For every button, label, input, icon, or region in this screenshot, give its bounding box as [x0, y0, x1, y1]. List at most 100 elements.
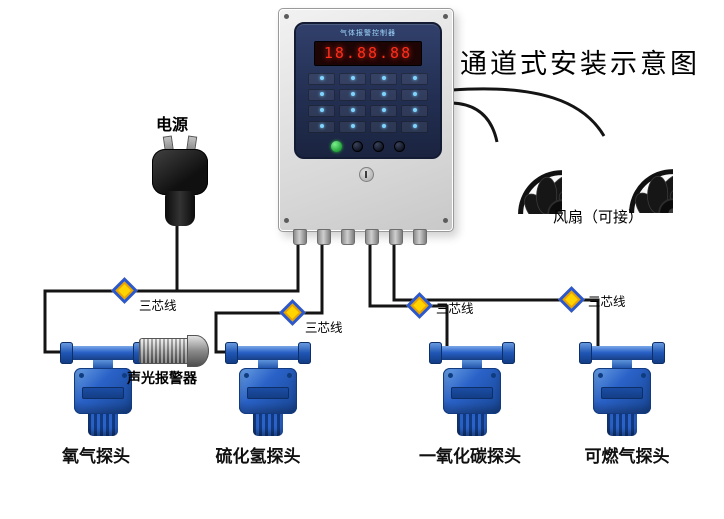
pipe-nut	[225, 342, 238, 364]
detector-h2s	[225, 338, 311, 438]
controller-panel: 气体报警控制器 18.88.88	[294, 22, 442, 159]
indicator-light	[308, 73, 335, 85]
alarm-dome	[187, 335, 209, 367]
pipe-nut	[429, 342, 442, 364]
indicator-light	[370, 105, 397, 117]
wire-label: 三芯线	[436, 302, 474, 316]
alarm-label: 声光报警器	[127, 370, 197, 386]
pipe-nut	[652, 342, 665, 364]
detector-plate	[451, 387, 493, 399]
screw-icon	[443, 218, 448, 223]
detector-sensor-head	[457, 414, 487, 436]
detector-collar	[93, 360, 113, 369]
power-label: 电源	[156, 117, 189, 134]
detector-body	[443, 368, 501, 414]
detector-sensor-head	[253, 414, 283, 436]
detector-sensor-head	[88, 414, 118, 436]
alarm-body	[139, 338, 191, 364]
cable-gland	[413, 229, 427, 245]
indicator-light	[370, 89, 397, 101]
panel-button	[394, 141, 405, 152]
detector-sensor-head	[607, 414, 637, 436]
cable-gland	[341, 229, 355, 245]
pipe-nut	[298, 342, 311, 364]
screw-icon	[284, 218, 289, 223]
bolt-icon	[122, 373, 127, 378]
cable-gland	[293, 229, 307, 245]
detector-pipe	[434, 346, 510, 360]
panel-button	[373, 141, 384, 152]
lock-keyhole	[359, 167, 374, 182]
indicator-light	[339, 121, 366, 133]
indicator-light	[308, 105, 335, 117]
detector-oxygen	[60, 338, 146, 438]
detector-collar	[258, 360, 278, 369]
pipe-nut	[502, 342, 515, 364]
detector-pipe	[230, 346, 306, 360]
controller-panel-title: 气体报警控制器	[340, 30, 396, 37]
indicator-light	[401, 121, 428, 133]
detector-caption: 硫化氢探头	[215, 447, 301, 466]
power-plug	[152, 135, 208, 228]
fan-1-wire	[451, 101, 499, 143]
detector-collar	[462, 360, 482, 369]
detector-body	[239, 368, 297, 414]
fan-2-wire	[451, 87, 606, 137]
detector-combustible	[579, 338, 665, 438]
screw-icon	[443, 14, 448, 19]
indicator-grid	[308, 73, 428, 133]
cable-gland	[365, 229, 379, 245]
indicator-light	[308, 89, 335, 101]
plug-head	[152, 149, 208, 195]
wire-label: 三芯线	[588, 295, 626, 309]
detector-body	[74, 368, 132, 414]
sound-light-alarm	[139, 335, 209, 367]
detector-collar	[612, 360, 632, 369]
fan-1	[470, 122, 562, 214]
detector-4-wire	[392, 240, 600, 347]
detector-plate	[601, 387, 643, 399]
panel-button	[352, 141, 363, 152]
indicator-light	[401, 105, 428, 117]
indicator-light	[339, 89, 366, 101]
detector-plate	[82, 387, 124, 399]
fan-label: 风扇（可接）	[553, 209, 644, 226]
cable-gland	[389, 229, 403, 245]
bolt-icon	[598, 373, 603, 378]
screw-icon	[284, 14, 289, 19]
fan-2	[581, 121, 673, 213]
wire-label: 三芯线	[305, 321, 343, 335]
pipe-nut	[579, 342, 592, 364]
indicator-light	[308, 121, 335, 133]
bolt-icon	[448, 373, 453, 378]
page-title: 通道式安装示意图	[460, 49, 700, 79]
detector-caption: 一氧化碳探头	[419, 447, 521, 466]
detector-1-wire	[43, 240, 300, 354]
pipe-nut	[60, 342, 73, 364]
wire-label: 三芯线	[139, 299, 177, 313]
detector-pipe	[65, 346, 141, 360]
bolt-icon	[287, 373, 292, 378]
detector-body	[593, 368, 651, 414]
detector-2-wire	[214, 240, 324, 354]
detector-co	[429, 338, 515, 438]
detector-3-wire	[368, 240, 449, 348]
indicator-light	[339, 73, 366, 85]
bolt-icon	[491, 373, 496, 378]
indicator-light	[370, 121, 397, 133]
detector-caption: 氧气探头	[62, 447, 130, 466]
cable-gland	[317, 229, 331, 245]
detector-plate	[247, 387, 289, 399]
led-display: 18.88.88	[314, 41, 422, 66]
indicator-light	[339, 105, 366, 117]
indicator-light	[370, 73, 397, 85]
bolt-icon	[79, 373, 84, 378]
plug-neck	[165, 191, 195, 226]
indicator-light	[401, 89, 428, 101]
bolt-icon	[244, 373, 249, 378]
control-buttons	[296, 141, 440, 152]
bolt-icon	[641, 373, 646, 378]
detector-caption: 可燃气探头	[584, 447, 670, 466]
detector-pipe	[584, 346, 660, 360]
